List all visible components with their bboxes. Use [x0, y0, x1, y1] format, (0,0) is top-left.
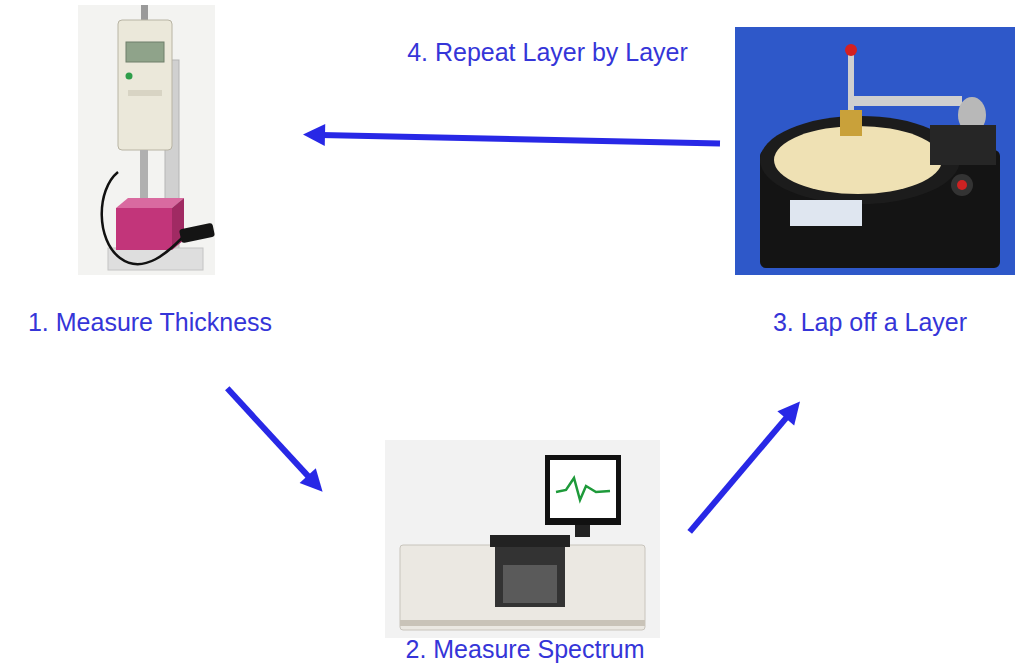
arrow-shaft	[321, 135, 720, 144]
caption-row: 1. Measure Thickness	[5, 308, 295, 337]
instrument-step: 2. Measure Spectrum	[370, 430, 680, 664]
flow-arrow	[690, 402, 800, 532]
edge-label: 4. Repeat Layer by Layer	[403, 37, 692, 68]
arrow-head	[777, 402, 800, 426]
spectrometer-illustration	[385, 440, 660, 638]
photo-area	[725, 5, 1015, 308]
flow-arrow	[227, 388, 322, 492]
photo-area	[370, 430, 680, 635]
arrow-shaft	[227, 388, 310, 478]
photo-area	[5, 5, 295, 308]
caption-row: 3. Lap off a Layer	[725, 308, 1015, 337]
instrument-step: 1. Measure Thickness	[5, 5, 295, 337]
step-caption: 1. Measure Thickness	[28, 308, 272, 337]
step-caption: 3. Lap off a Layer	[773, 308, 967, 337]
arrow-head	[303, 124, 325, 146]
arrow-head	[300, 468, 323, 492]
arrow-shaft	[690, 415, 789, 532]
thickness-gauge-illustration	[78, 5, 215, 275]
flow-arrow	[303, 124, 720, 146]
step-caption: 2. Measure Spectrum	[406, 635, 645, 664]
instrument-step: 3. Lap off a Layer	[725, 5, 1015, 337]
caption-row: 2. Measure Spectrum	[370, 635, 680, 664]
lapping-machine-illustration	[735, 27, 1015, 275]
